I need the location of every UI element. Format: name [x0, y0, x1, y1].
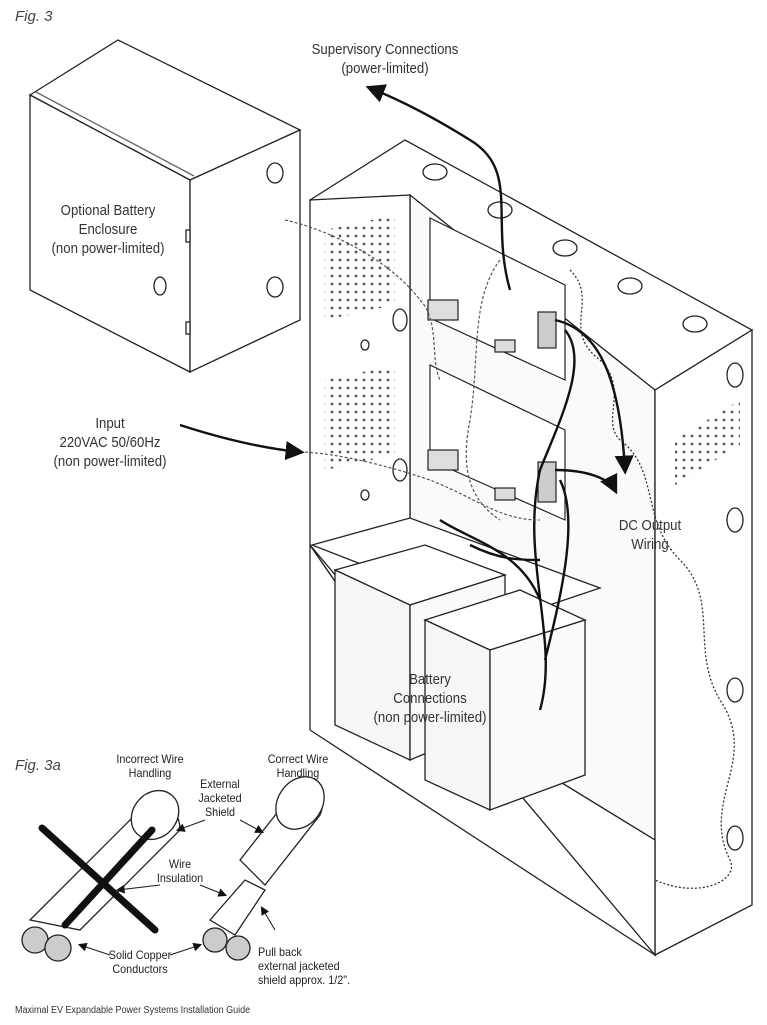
figure-label: Fig. 3	[15, 8, 53, 25]
incorrect-x-mark	[38, 824, 159, 934]
input-label: Input 220VAC 50/60Hz (non power-limited)	[53, 415, 167, 470]
pull-back-shield-label: Pull back external jacketed shield appro…	[258, 945, 351, 987]
incorrect-wire-handling-label: Incorrect Wire Handling	[116, 752, 184, 780]
input-arrow	[179, 423, 305, 461]
wire-insulation-label: Wire Insulation	[156, 857, 204, 885]
callout-arrows	[77, 819, 276, 956]
external-jacketed-shield-label: External Jacketed Shield	[198, 777, 242, 819]
correct-wire-illustration	[202, 776, 325, 961]
dc-output-wiring-label: DC Output Wiring	[618, 517, 682, 553]
battery-enclosure-label: Optional Battery Enclosure (non power-li…	[51, 202, 165, 257]
dashed-wiring	[284, 219, 541, 521]
figure-label-3a: Fig. 3a	[15, 757, 61, 774]
battery-enclosure-box	[28, 39, 302, 374]
solid-copper-conductors-label: Solid Copper Conductors	[108, 948, 172, 976]
footer-text: Maximal EV Expandable Power Systems Inst…	[15, 1005, 251, 1016]
supervisory-connections-label: Supervisory Connections (power-limited)	[311, 41, 459, 77]
wiring	[365, 84, 634, 711]
circuit-boards	[427, 217, 566, 521]
batteries	[333, 544, 587, 812]
battery-connections-label: Battery Connections (non power-limited)	[373, 671, 487, 726]
power-supply-cabinet	[308, 139, 754, 957]
correct-wire-handling-label: Correct Wire Handling	[267, 752, 329, 780]
